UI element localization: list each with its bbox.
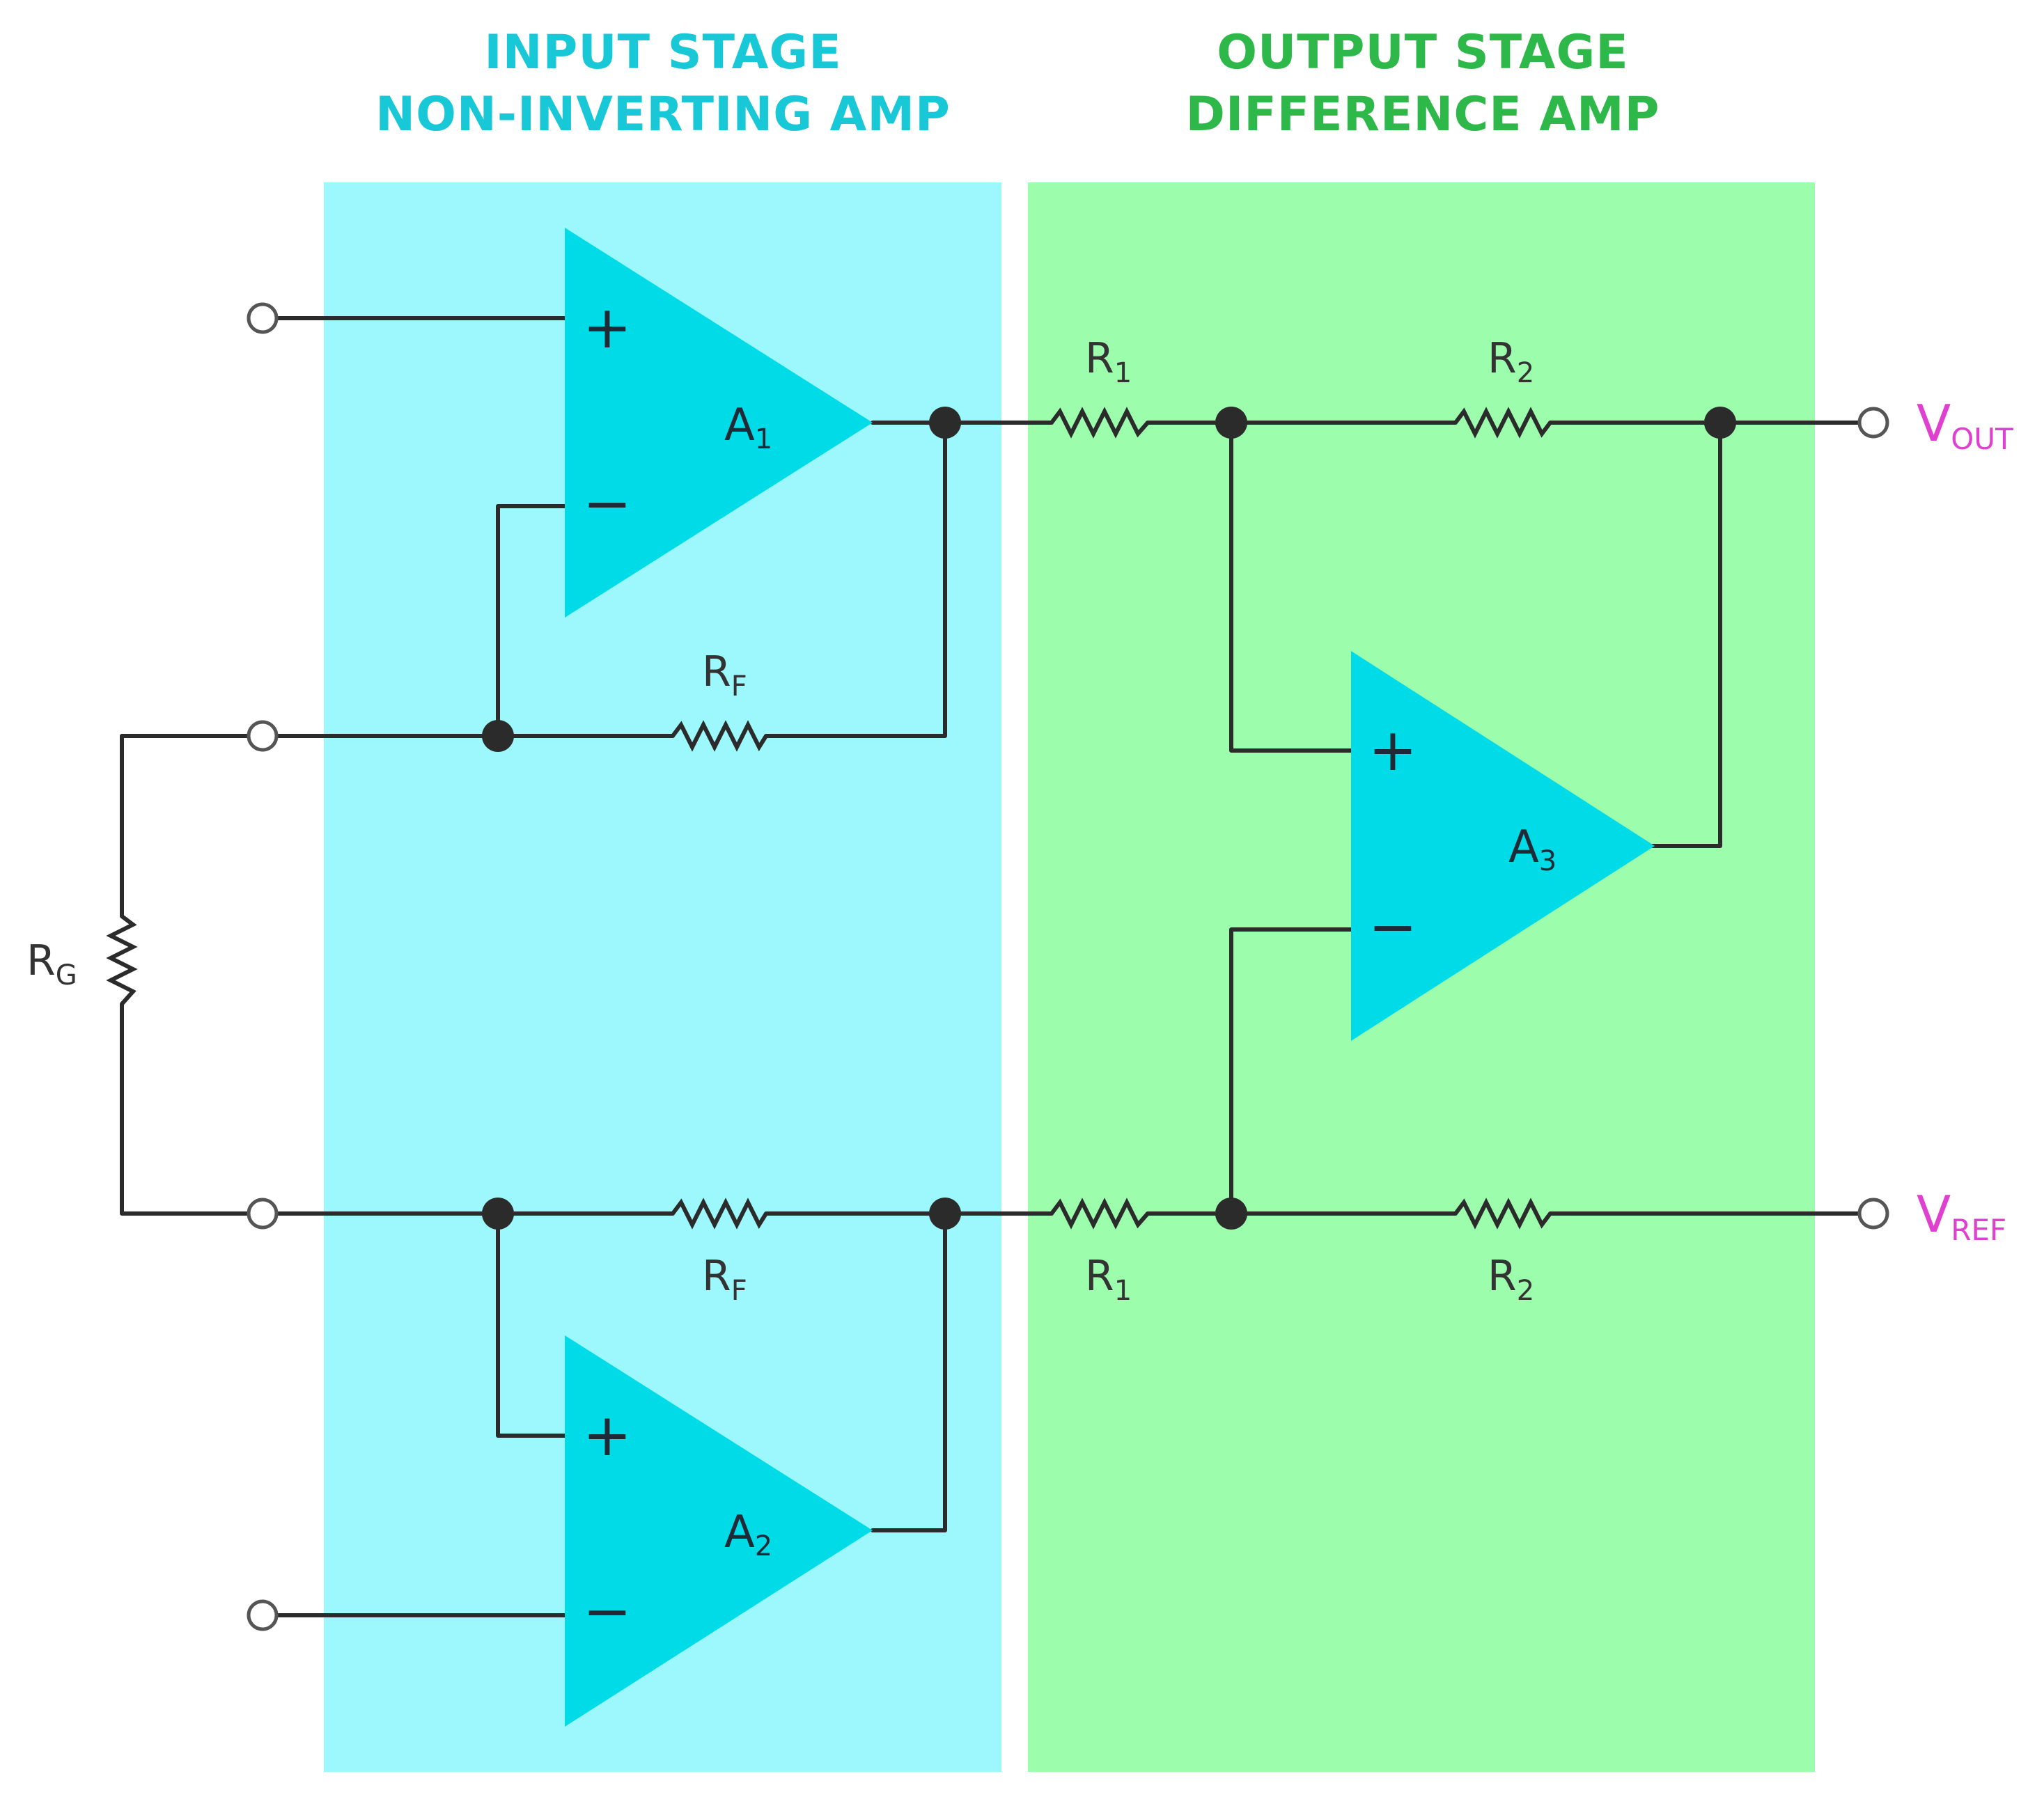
output-stage-heading-line1: OUTPUT STAGE [1217, 25, 1629, 80]
input-terminal-lower [247, 1198, 279, 1230]
junction-node [482, 1198, 514, 1230]
junction-node [482, 720, 514, 752]
junction-node [1704, 407, 1736, 439]
rf-bottom-resistor [671, 1198, 768, 1230]
output-stage-heading-line2: DIFFERENCE AMP [1186, 87, 1660, 142]
input-stage-heading-line2: NON-INVERTING AMP [375, 87, 951, 142]
vout-terminal [1857, 407, 1889, 439]
a3-minus-sign: − [1368, 893, 1417, 961]
vref-terminal [1857, 1198, 1889, 1230]
junction-node [1215, 407, 1247, 439]
junction-node [1215, 1198, 1247, 1230]
a3-plus-sign: + [1368, 716, 1417, 784]
amplifier-a1 [565, 228, 873, 618]
a2-label: A2 [724, 1507, 772, 1562]
input-stage-heading-line1: INPUT STAGE [484, 25, 841, 80]
resistor-symbols [106, 407, 1552, 1230]
a3-label: A3 [1508, 822, 1557, 877]
junction-node [929, 1198, 961, 1230]
r2-bottom-resistor [1453, 1198, 1552, 1230]
r2-bottom-label: R2 [1488, 1252, 1534, 1307]
amplifier-a2 [565, 1335, 873, 1727]
r1-top-resistor [1050, 407, 1150, 439]
a1-plus-sign: + [583, 293, 632, 361]
a1-label: A1 [724, 400, 772, 455]
r2-top-resistor [1453, 407, 1552, 439]
rf-top-label: RF [702, 648, 747, 703]
rg-label: RG [26, 936, 77, 991]
junction-nodes [482, 407, 1736, 1230]
rg-resistor [106, 914, 138, 1005]
vout-label: VOUT [1917, 394, 2013, 456]
amplifier-a3 [1351, 651, 1655, 1041]
a2-plus-sign: + [583, 1401, 632, 1469]
a2-minus-sign: − [583, 1577, 632, 1645]
r2-top-label: R2 [1488, 334, 1534, 389]
r1-top-label: R1 [1085, 334, 1132, 389]
terminals [247, 302, 1889, 1631]
input-terminal-middle [247, 720, 279, 752]
rf-bottom-label: RF [702, 1252, 747, 1307]
input-terminal-bottom [247, 1599, 279, 1631]
rf-top-resistor [671, 720, 768, 752]
input-terminal-top [247, 302, 279, 334]
a1-minus-sign: − [583, 469, 632, 537]
r1-bottom-label: R1 [1085, 1252, 1132, 1307]
r1-bottom-resistor [1050, 1198, 1150, 1230]
vref-label: VREF [1917, 1185, 2006, 1247]
junction-node [929, 407, 961, 439]
